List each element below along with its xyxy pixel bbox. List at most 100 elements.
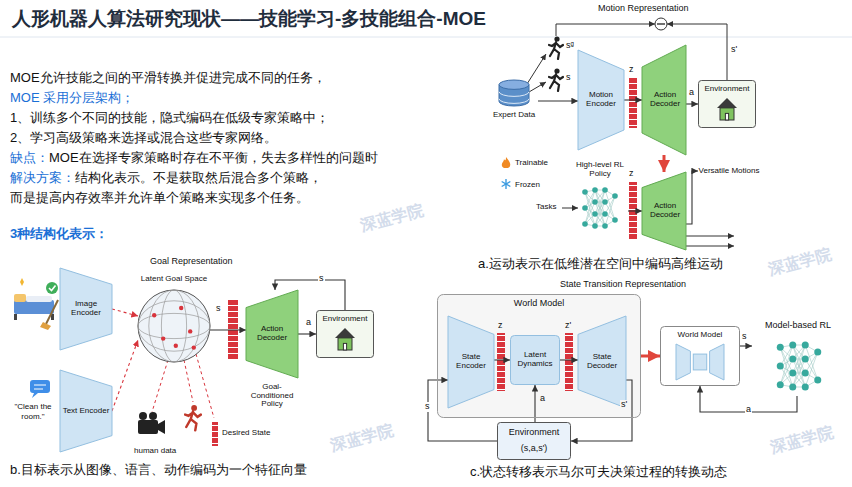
watermark: 深蓝学院 (329, 420, 396, 455)
node-icon (717, 98, 737, 120)
node-text: State Encoder (448, 346, 494, 378)
watermark: 深蓝学院 (359, 200, 426, 235)
node-outline (126, 272, 222, 370)
encoder-block: State Encoder (448, 316, 494, 408)
connector (740, 345, 752, 346)
node-text: Environment (497, 426, 571, 440)
body-text: 而是提高内存效率并允许单个策略来实现多个任务。 (10, 190, 309, 206)
encoder-block: Text Encoder (60, 370, 112, 452)
node-text: Latent Goal Space (126, 272, 222, 286)
watermark: 深蓝学院 (769, 422, 836, 457)
body-text: 2、学习高级策略来选择或混合这些专家网络。 (10, 130, 277, 146)
connector (624, 99, 642, 100)
environment-box: Environment (316, 310, 374, 358)
edge-label: a (539, 394, 546, 404)
data-label: Desired State (222, 428, 270, 438)
node-text: Expert Data (490, 108, 538, 122)
node-text: Model-based RL (752, 318, 844, 334)
title-rule (0, 37, 852, 38)
edge-label: s (424, 402, 431, 412)
node-text: Environment (698, 83, 756, 95)
decoder-block: State Decoder (578, 316, 626, 408)
connector (534, 385, 535, 422)
node-text: Action Decoder (644, 196, 686, 226)
diagram-title: State Transition Representation (560, 279, 686, 290)
goal-figure (14, 278, 238, 446)
legend-text: Trainable (515, 158, 548, 167)
node-text: World Model (660, 329, 740, 341)
state-symbol: sᵍ (566, 40, 574, 51)
diagram-title: Motion Representation (598, 3, 689, 14)
legend-text: Frozen (515, 180, 540, 189)
decoder-block: Action DecoderGoal-Conditioned Policy (242, 290, 302, 414)
legend-icon (500, 156, 512, 168)
policy-network: High-level RL Policy (572, 158, 628, 236)
figure-caption: c.状态转移表示马尔可夫决策过程的转换动态 (470, 464, 727, 480)
figure-caption: b.目标表示从图像、语言、动作编码为一个特征向量 (10, 462, 307, 478)
encoder-block: Image Encoder (60, 268, 112, 350)
state-symbol: s' (731, 44, 737, 55)
node-text: State Decoder (580, 346, 624, 378)
state-symbol: s (566, 72, 571, 83)
edge-label: s (318, 274, 325, 284)
node-icon (499, 80, 529, 106)
node-text: World Model (437, 297, 641, 311)
input-label: Tasks (536, 202, 556, 212)
model-box: World Model (660, 326, 740, 386)
edge-label: a (305, 318, 312, 328)
motion-figure (527, 18, 734, 246)
connector (210, 329, 246, 330)
node-text: Action Decoder (248, 318, 296, 350)
node-icon (777, 342, 822, 391)
edge-label: a (745, 405, 752, 415)
data-label: human data (134, 446, 176, 456)
slide-title: 人形机器人算法研究现状——技能学习-多技能组合-MOE (12, 8, 486, 31)
node-icon (335, 328, 355, 350)
node-text: Image Encoder (60, 292, 112, 326)
encoder-block: Motion Encoder (578, 50, 624, 150)
data-store: Expert Data (490, 78, 538, 124)
connector (298, 333, 316, 334)
connector (628, 210, 642, 211)
edge-label: a (688, 88, 695, 98)
connector (686, 103, 698, 104)
node-text: Goal-Conditioned Policy (242, 380, 302, 412)
latent-symbol: z (629, 168, 634, 179)
latent-symbol: z (629, 64, 634, 75)
edge-label: s' (620, 400, 628, 410)
connector (560, 359, 578, 360)
latent-symbol: z (498, 320, 503, 331)
connector (494, 359, 510, 360)
node-icon (582, 187, 618, 229)
node-text: Text Encoder (60, 394, 112, 428)
connector (641, 355, 660, 358)
latent-symbol: z' (565, 320, 571, 331)
node-text: Environment (316, 313, 374, 325)
body-text: MOE允许技能之间的平滑转换并促进完成不同的任务， (10, 70, 326, 86)
dynamics-box: Latent Dynamics (510, 335, 560, 385)
output-label: Versatile Motions (698, 158, 760, 184)
edge-label: s (741, 332, 748, 342)
node-text: Versatile Motions (698, 158, 760, 184)
body-text: MOE 采用分层架构； (10, 90, 134, 106)
node-text: High-level RL Policy (572, 158, 628, 182)
decoder-block: Action Decoder (642, 172, 686, 250)
decoder-block: Action Decoder (642, 45, 686, 155)
figure-caption: a.运动表示在低维潜在空间中编码高维运动 (478, 256, 723, 272)
node-text: Action Decoder (644, 83, 686, 117)
watermark: 深蓝学院 (767, 244, 834, 279)
node-text: (s,a,s') (497, 442, 571, 456)
transition-figure (437, 294, 641, 418)
section-heading: 3种结构化表示： (10, 226, 108, 242)
environment-box: Environment (s,a,s') (497, 422, 571, 460)
body-text: 结构化表示。不是获取然后混合多个策略， (75, 170, 322, 186)
connector (686, 171, 698, 224)
node-text: Motion Encoder (578, 84, 624, 116)
state-symbol: s (216, 303, 221, 314)
connector (112, 340, 138, 411)
latent-globe: Latent Goal Space (126, 272, 222, 370)
body-heading: 解决方案： (10, 170, 75, 186)
body-heading: 缺点： (10, 150, 49, 166)
body-text: 1、训练多个不同的技能，隐式编码在低级专家策略中； (10, 110, 329, 126)
diagram-title: Goal Representation (150, 256, 233, 267)
